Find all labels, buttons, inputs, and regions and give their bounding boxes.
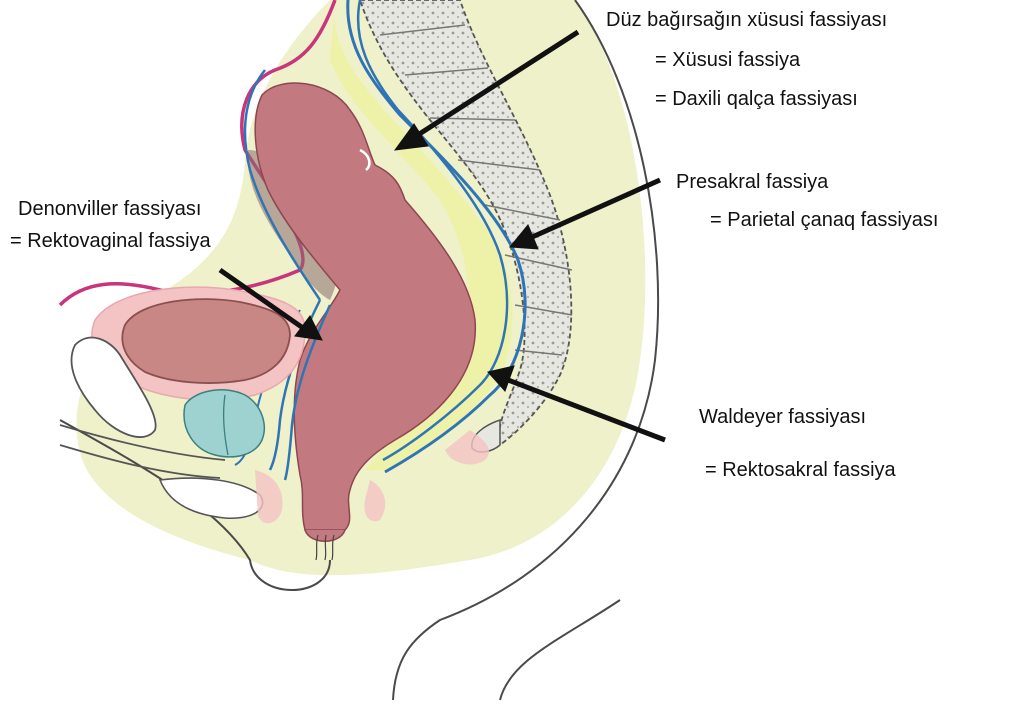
- presacral-fascia-title: Presakral fassiya: [676, 170, 828, 194]
- mesorectal-fascia-alt1: = Xüsusi fassiya: [655, 48, 800, 72]
- waldeyer-fascia-title: Waldeyer fassiyası: [699, 405, 866, 429]
- bladder: [122, 299, 290, 383]
- mesorectal-fascia-alt2: = Daxili qalça fassiyası: [655, 87, 858, 111]
- denonvilliers-fascia-title: Denonviller fassiyası: [18, 197, 201, 221]
- waldeyer-fascia-alt1: = Rektosakral fassiya: [705, 458, 896, 482]
- denonvilliers-fascia-alt1: = Rektovaginal fassiya: [10, 229, 211, 253]
- buttock-contour: [500, 600, 620, 700]
- mesorectal-fascia-title: Düz bağırsağın xüsusi fassiyası: [606, 8, 887, 32]
- presacral-fascia-alt1: = Parietal çanaq fassiyası: [710, 208, 938, 232]
